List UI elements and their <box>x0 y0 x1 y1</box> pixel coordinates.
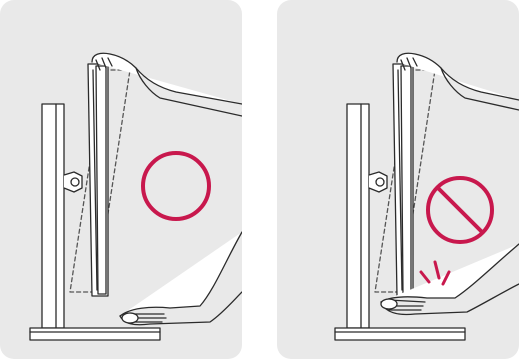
monitor-panel <box>87 63 109 297</box>
monitor-stand <box>29 103 161 341</box>
top-hand <box>396 52 519 111</box>
incorrect-usage-panel <box>277 0 519 359</box>
caution-marks-icon <box>419 260 451 286</box>
circle-ok-icon <box>141 151 211 221</box>
prohibited-icon <box>426 176 494 244</box>
bottom-hand <box>119 231 242 326</box>
correct-usage-illustration <box>29 52 242 341</box>
correct-usage-panel <box>0 0 242 359</box>
incorrect-usage-illustration <box>334 52 519 341</box>
monitor-panel <box>392 63 414 297</box>
monitor-stand <box>334 103 466 341</box>
top-hand <box>91 52 242 117</box>
